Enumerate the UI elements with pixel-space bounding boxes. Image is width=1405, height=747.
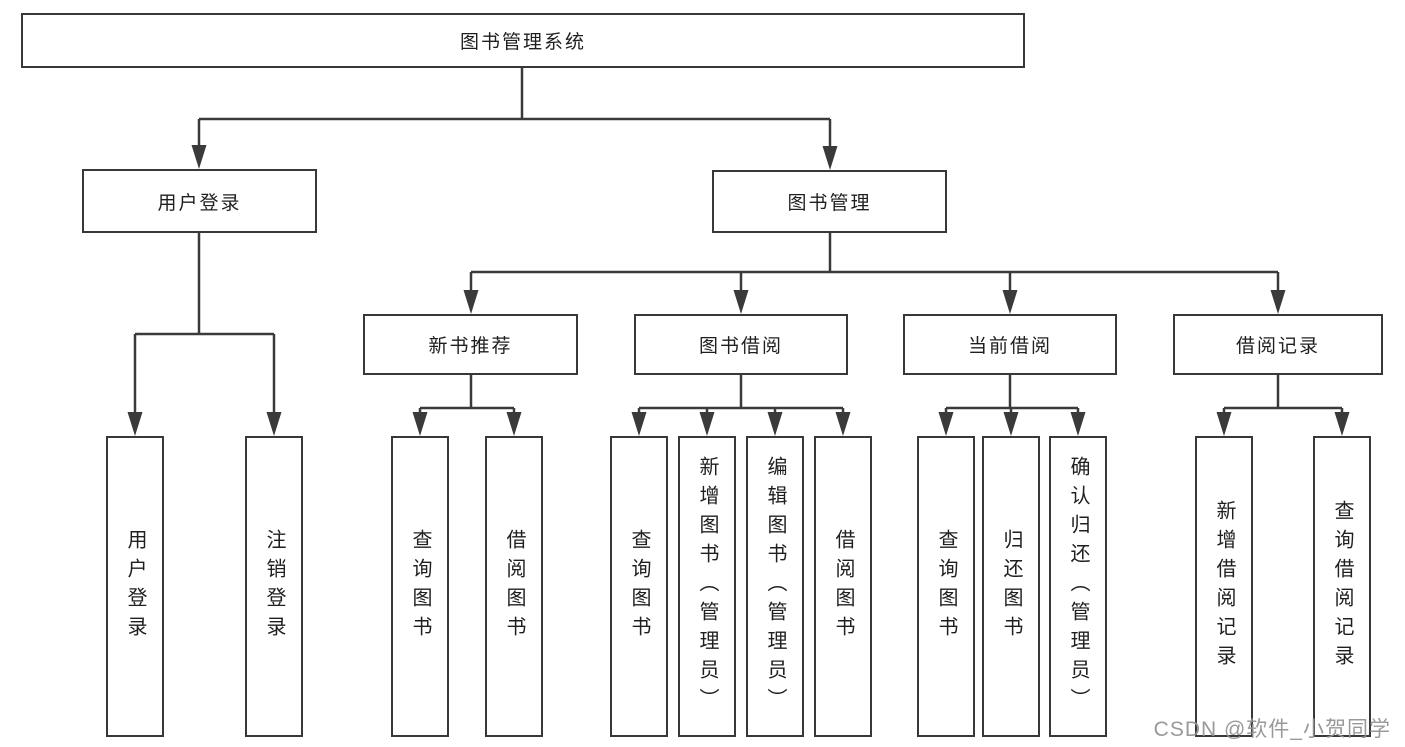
leaf-query-books-current: 查询图书 xyxy=(917,436,975,737)
node-library-management-system: 图书管理系统 xyxy=(21,13,1025,68)
node-label: 查询借阅记录 xyxy=(1331,499,1353,674)
node-label: 当前借阅 xyxy=(967,336,1052,357)
leaf-query-borrow-record: 查询借阅记录 xyxy=(1313,436,1371,737)
node-label: 图书管理系统 xyxy=(459,32,586,53)
node-borrowing-records: 借阅记录 xyxy=(1173,314,1383,375)
node-label: 确认归还（管理员） xyxy=(1067,456,1089,717)
node-label: 图书借阅 xyxy=(698,336,783,357)
node-new-book-recommendation: 新书推荐 xyxy=(363,314,578,375)
node-label: 借阅图书 xyxy=(832,528,854,645)
node-label: 借阅记录 xyxy=(1235,336,1320,357)
leaf-borrow-books-recommend: 借阅图书 xyxy=(485,436,543,737)
leaf-confirm-return-admin: 确认归还（管理员） xyxy=(1049,436,1107,737)
csdn-watermark: CSDN @软件_小贺同学 xyxy=(1153,718,1391,741)
leaf-edit-books-admin: 编辑图书（管理员） xyxy=(746,436,804,737)
node-book-borrowing: 图书借阅 xyxy=(634,314,848,375)
leaf-user-login: 用户登录 xyxy=(106,436,164,737)
node-book-management: 图书管理 xyxy=(712,170,947,233)
node-label: 编辑图书（管理员） xyxy=(764,456,786,717)
node-user-login: 用户登录 xyxy=(82,169,317,233)
node-label: 图书管理 xyxy=(787,193,872,214)
leaf-query-books-borrowing: 查询图书 xyxy=(610,436,668,737)
node-label: 新书推荐 xyxy=(428,336,513,357)
node-label: 用户登录 xyxy=(124,528,146,645)
leaf-logout: 注销登录 xyxy=(245,436,303,737)
node-label: 新增图书（管理员） xyxy=(696,456,718,717)
node-label: 注销登录 xyxy=(263,528,285,645)
leaf-query-books-recommend: 查询图书 xyxy=(391,436,449,737)
node-label: 归还图书 xyxy=(1000,528,1022,645)
leaf-return-books: 归还图书 xyxy=(982,436,1040,737)
node-label: 用户登录 xyxy=(157,192,242,214)
leaf-add-borrow-record: 新增借阅记录 xyxy=(1195,436,1253,737)
leaf-add-books-admin: 新增图书（管理员） xyxy=(678,436,736,737)
node-label: 新增借阅记录 xyxy=(1213,499,1235,674)
node-label: 查询图书 xyxy=(409,528,431,645)
node-current-borrowing: 当前借阅 xyxy=(903,314,1117,375)
node-label: 查询图书 xyxy=(935,528,957,645)
node-label: 借阅图书 xyxy=(503,528,525,645)
leaf-borrow-books: 借阅图书 xyxy=(814,436,872,737)
node-label: 查询图书 xyxy=(628,528,650,645)
